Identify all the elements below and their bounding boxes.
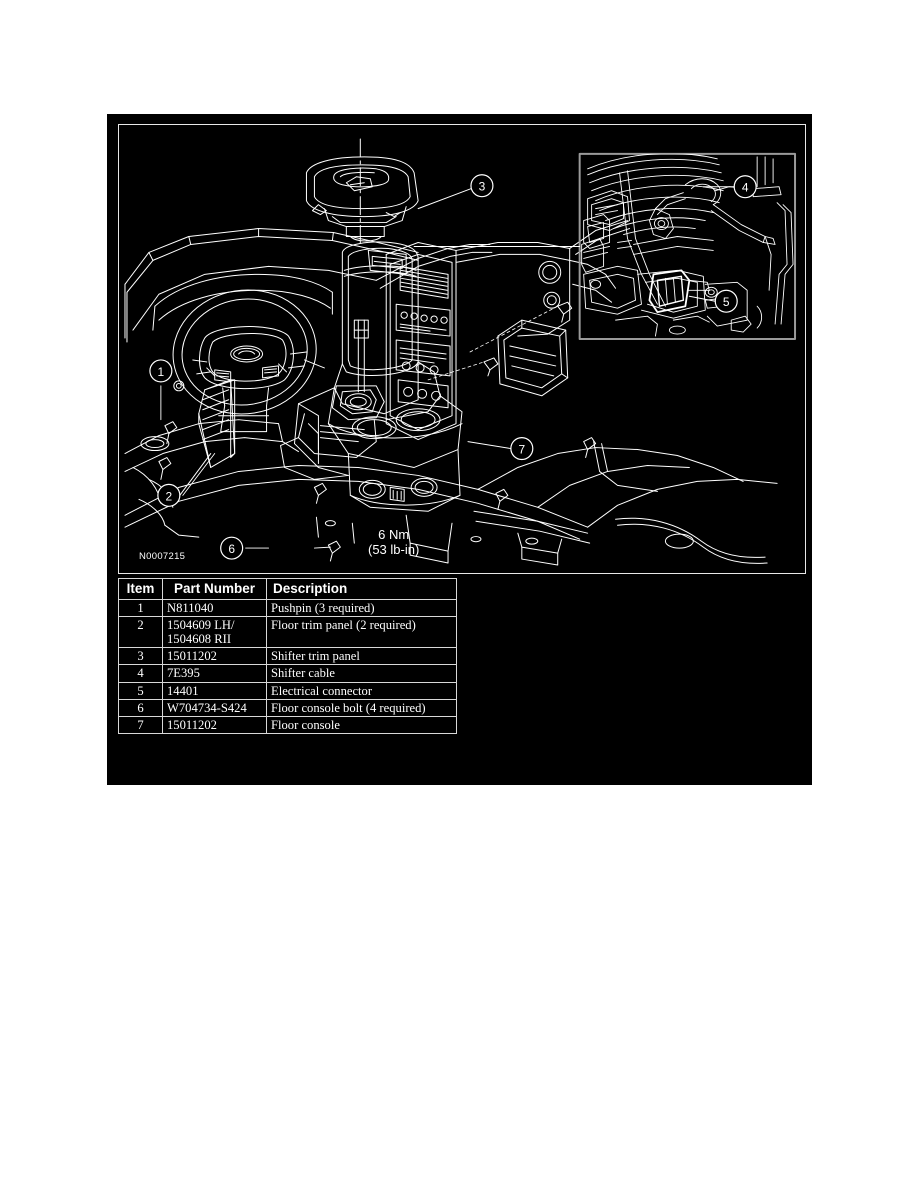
cell-description: Pushpin (3 required) [266, 599, 457, 618]
svg-text:2: 2 [166, 489, 173, 503]
callout-bubbles [149, 174, 757, 560]
console-bolts [245, 437, 597, 562]
cell-item: 5 [118, 681, 163, 700]
cell-item: 1 [118, 599, 163, 618]
cell-part-number: 14401 [162, 681, 267, 700]
column-header-item: Item [118, 577, 163, 601]
illustration-frame: 1 2 3 4 5 6 7 6 Nm(53 lb-in) N0007215 [118, 124, 806, 574]
cell-part-number: N811040 [162, 599, 267, 618]
cell-part-number: 15011202 [162, 647, 267, 666]
cell-part-number: 7E395 [162, 664, 267, 683]
cell-description: Shifter cable [266, 664, 457, 683]
floor-console [293, 241, 463, 512]
cell-item: 6 [118, 698, 163, 717]
inset-panel [413, 152, 797, 341]
floor-pan [124, 419, 778, 566]
svg-text:1: 1 [158, 365, 165, 379]
svg-text:7: 7 [519, 443, 526, 457]
cell-part-number: 1504609 LH/1504608 RII [162, 616, 267, 649]
figure-plate: 1 2 3 4 5 6 7 6 Nm(53 lb-in) N0007215 [107, 114, 812, 785]
svg-text:5: 5 [723, 295, 730, 309]
cell-description: Floor console bolt (4 required) [266, 698, 457, 717]
cell-item: 3 [118, 647, 163, 666]
column-header-part-number: Part Number [162, 577, 267, 601]
cell-item: 4 [118, 664, 163, 683]
svg-text:4: 4 [742, 181, 749, 195]
floor-trim-panel [182, 379, 236, 496]
shifter-trim-panel [305, 138, 419, 245]
vehicle-console-line-drawing: 1 2 3 4 5 6 7 [124, 138, 797, 566]
cell-part-number: W704734-S424 [162, 698, 267, 717]
svg-text:3: 3 [479, 180, 486, 194]
svg-text:6: 6 [228, 542, 235, 556]
cell-description: Shifter trim panel [266, 647, 457, 666]
cell-description: Floor trim panel (2 required) [266, 616, 457, 649]
column-header-description: Description [266, 577, 457, 601]
cell-description: Floor console [266, 715, 457, 734]
shifter-assembly [280, 319, 385, 480]
parts-table-head: Item Part Number Description [118, 577, 457, 601]
steering-wheel [172, 289, 325, 433]
cell-item: 7 [118, 715, 163, 734]
cell-item: 2 [118, 616, 163, 649]
callout-numbers: 1 2 3 4 5 6 7 [158, 180, 749, 556]
console-side-trim [427, 301, 573, 397]
cell-part-number: 15011202 [162, 715, 267, 734]
pushpins [158, 385, 327, 504]
cell-description: Electrical connector [266, 681, 457, 700]
table-header-row: Item Part Number Description [118, 577, 457, 601]
